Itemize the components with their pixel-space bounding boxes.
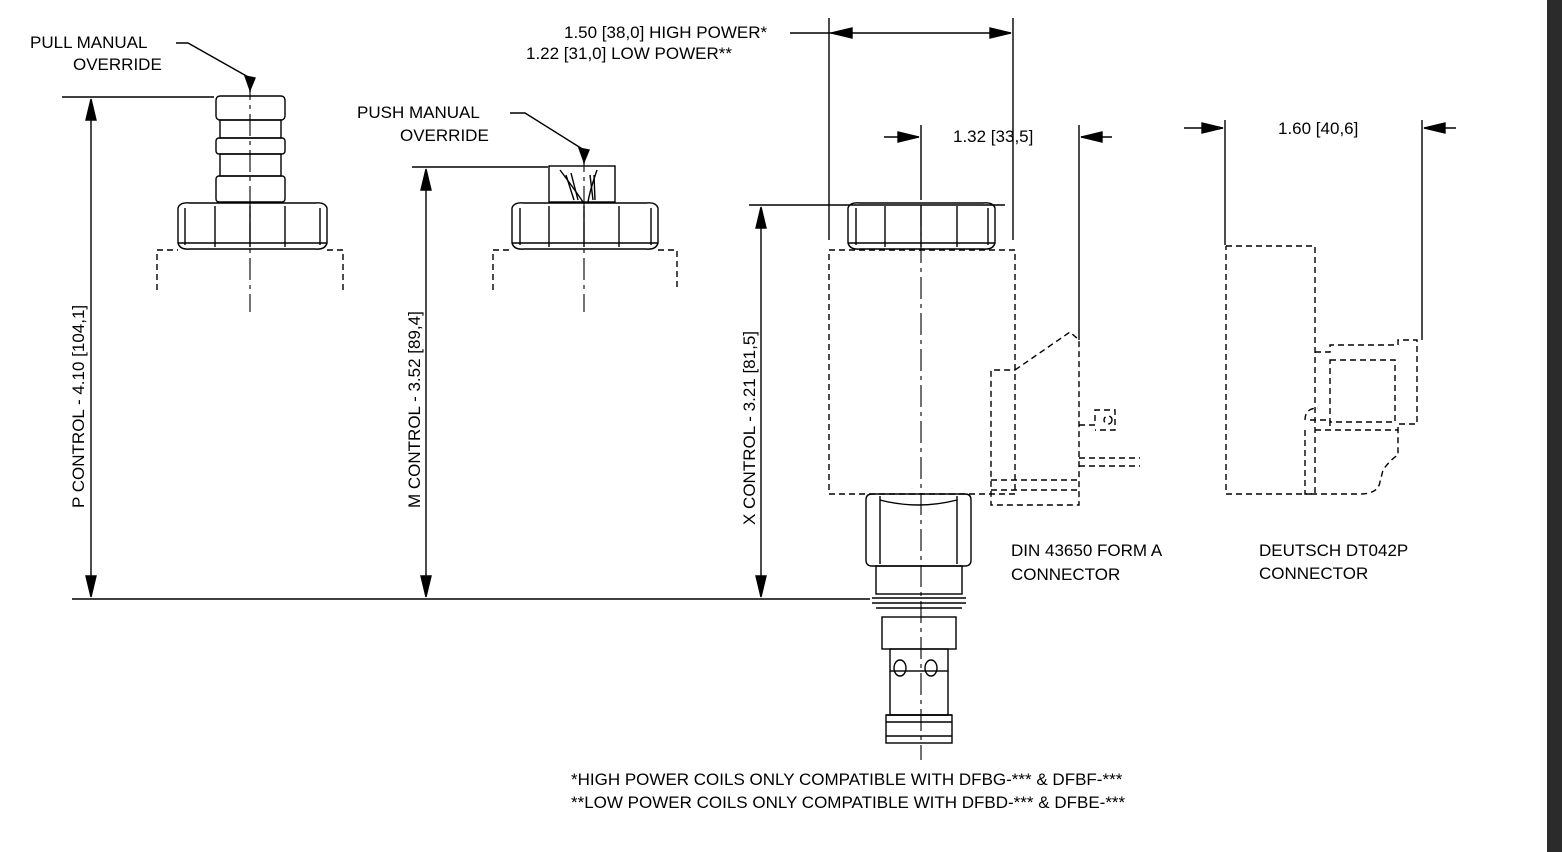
coil-width-high-label: 1.50 [38,0] HIGH POWER* (564, 23, 768, 42)
p-control-label: P CONTROL - 4.10 [104,1] (69, 304, 88, 508)
push-override-leader (510, 112, 585, 151)
din-width-label: 1.32 [33,5] (953, 127, 1034, 146)
din-connector-label-line2: CONNECTOR (1011, 565, 1121, 584)
din-connector-outline (990, 331, 1140, 506)
push-override-label-line1: PUSH MANUAL (357, 103, 480, 122)
pull-override-label-line2: OVERRIDE (73, 55, 162, 74)
m-control-view (412, 112, 678, 598)
coil-width-low-label: 1.22 [31,0] LOW POWER** (526, 44, 732, 63)
din-connector-label-line1: DIN 43650 FORM A (1011, 541, 1163, 560)
m-control-label: M CONTROL - 3.52 [89,4] (405, 311, 424, 508)
deutsch-connector-label-line2: CONNECTOR (1259, 564, 1369, 583)
footnote-low-power: **LOW POWER COILS ONLY COMPATIBLE WITH D… (571, 793, 1126, 812)
deutsch-width-label: 1.60 [40,6] (1278, 119, 1359, 138)
push-override-knob (548, 165, 616, 203)
footnote-high-power: *HIGH POWER COILS ONLY COMPATIBLE WITH D… (571, 770, 1123, 789)
x-control-label: X CONTROL - 3.21 [81,5] (740, 331, 759, 525)
push-override-label-line2: OVERRIDE (400, 126, 489, 145)
x-control-view (749, 18, 1140, 760)
valve-hex-body (865, 493, 972, 567)
p-control-view (62, 42, 344, 598)
pull-override-leader (176, 42, 251, 79)
deutsch-connector-label-line1: DEUTSCH DT042P (1259, 541, 1409, 560)
coil-body-outline (828, 249, 1016, 495)
coil-nut-m (511, 202, 659, 250)
deutsch-coil-outline (1225, 245, 1316, 495)
coil-nut-p (177, 202, 328, 250)
pull-override-label-line1: PULL MANUAL (30, 33, 148, 52)
deutsch-connector-view (1184, 120, 1456, 495)
valve-cartridge (872, 565, 966, 744)
